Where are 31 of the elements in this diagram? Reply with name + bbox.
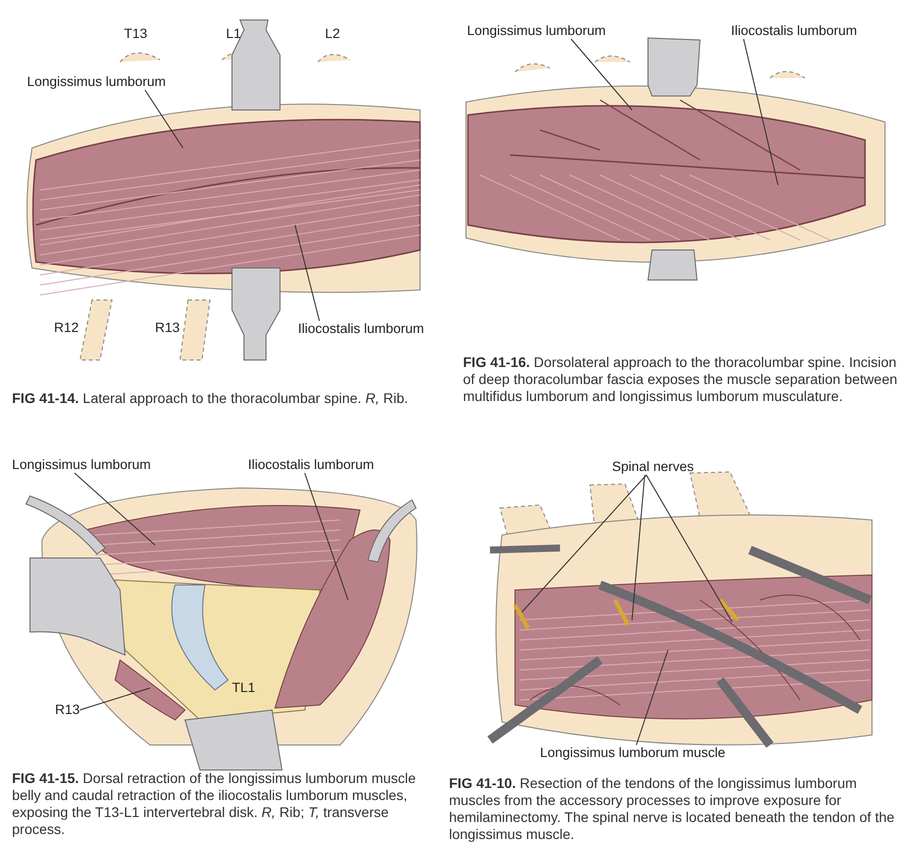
- figure-caption: FIG 41-14. Lateral approach to the thoracolumbar spine. R, Rib.: [12, 390, 410, 407]
- figure-caption: FIG 41-16. Dorsolateral approach to the thoracolumbar spine. Incision of deep thoracolumbar fascia exposes the muscle separation between multifidus lumborum and longissimus lumborum musculature.: [463, 354, 898, 405]
- anatomy-tag: TL1: [232, 680, 256, 696]
- anatomy-tag: L2: [325, 26, 340, 42]
- leader-line: [144, 90, 184, 148]
- leader-line: [74, 472, 156, 546]
- leader-line: [304, 472, 348, 600]
- figure-caption: FIG 41-10. Resection of the tendons of the longissimus lumborum muscles from the accessory processes to improve exposure for hemilaminectomy. The spinal nerve is located beneath the tendon of the longissimus muscle.: [449, 775, 896, 843]
- leader-line: [743, 38, 778, 186]
- muscle-belly: [274, 530, 390, 708]
- leader-line: [570, 38, 632, 110]
- rib-part: [114, 660, 186, 720]
- anatomy-tag: L1: [226, 26, 242, 42]
- anatomy-label: Longissimus lumborum: [12, 457, 151, 473]
- anatomy-label: Iliocostalis lumborum: [731, 23, 858, 39]
- leader-line: [294, 224, 320, 322]
- anatomy-label: Longissimus lumborum muscle: [540, 745, 726, 761]
- anatomy-label: Iliocostalis lumborum: [298, 321, 424, 337]
- leader-line: [79, 688, 150, 710]
- anatomy-label: Longissimus lumborum: [27, 74, 166, 90]
- anatomy-tag: R12: [54, 320, 79, 336]
- anatomy-label: Spinal nerves: [612, 459, 694, 475]
- leader-line: [522, 474, 647, 612]
- anatomy-tag: T13: [124, 26, 148, 42]
- figure-caption: FIG 41-15. Dorsal retraction of the longissimus lumborum muscle belly and caudal retraction of the iliocostalis lumborum muscles, exposing the T13-L1 intervertebral disk. R, Rib; T, transverse process.: [12, 770, 417, 838]
- leader-line: [632, 474, 646, 620]
- leader-line: [646, 474, 732, 622]
- anatomy-label: R13: [55, 702, 80, 718]
- anatomy-label: Longissimus lumborum: [467, 23, 606, 39]
- anatomy-label: Iliocostalis lumborum: [248, 457, 374, 473]
- anatomy-tag: R13: [155, 320, 180, 336]
